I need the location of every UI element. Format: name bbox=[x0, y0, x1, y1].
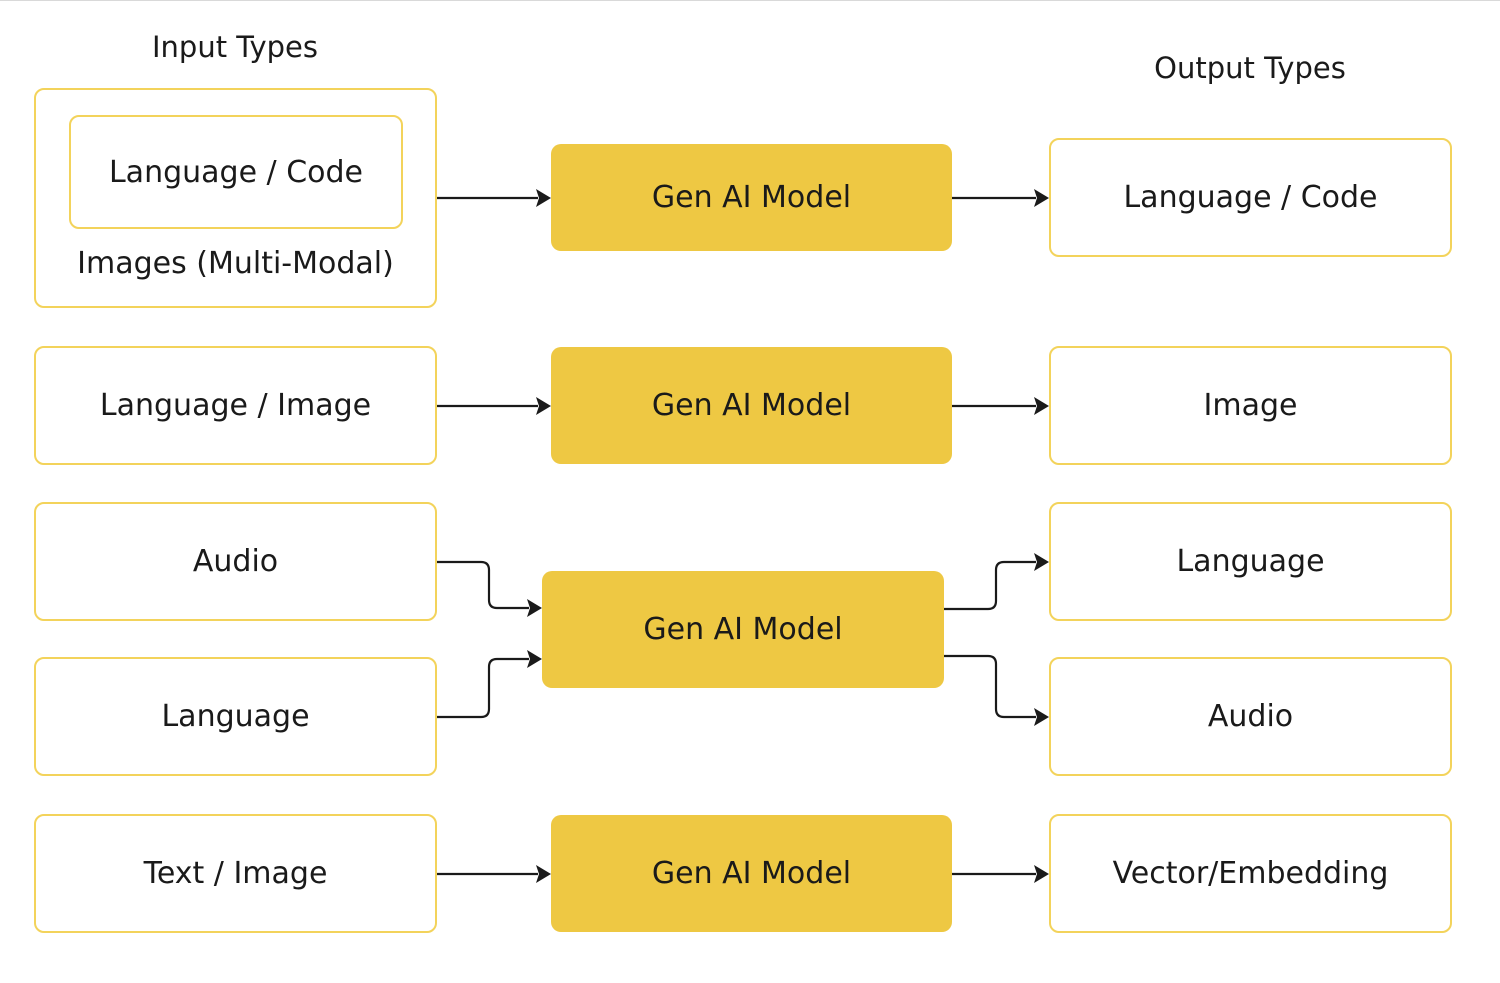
input-box-language: Language bbox=[34, 657, 437, 776]
output-box-vector-embedding-label: Vector/Embedding bbox=[1112, 856, 1389, 891]
arrowhead-row1-input-to-model bbox=[536, 189, 551, 207]
arrowhead-row1-model-to-output bbox=[1034, 189, 1049, 207]
gen-ai-model-2: Gen AI Model bbox=[551, 347, 952, 464]
gen-ai-model-3: Gen AI Model bbox=[542, 571, 944, 688]
output-box-language-label: Language bbox=[1176, 544, 1325, 579]
output-box-image-label: Image bbox=[1203, 388, 1298, 423]
input-box-language-image-label: Language / Image bbox=[99, 388, 372, 423]
input-images-multimodal-label: Images (Multi-Modal) bbox=[77, 246, 394, 281]
input-types-heading: Input Types bbox=[151, 30, 319, 64]
output-box-image: Image bbox=[1049, 346, 1452, 465]
arrowhead-audio-to-model bbox=[527, 599, 542, 617]
output-box-audio: Audio bbox=[1049, 657, 1452, 776]
arrowhead-row4-model-to-output bbox=[1034, 865, 1049, 883]
gen-ai-model-4: Gen AI Model bbox=[551, 815, 952, 932]
gen-ai-model-2-label: Gen AI Model bbox=[651, 388, 852, 423]
input-box-language-code: Language / Code bbox=[69, 115, 403, 229]
input-group-language-code-images: Language / Code Images (Multi-Modal) bbox=[34, 88, 437, 308]
output-types-heading: Output Types bbox=[1154, 51, 1346, 85]
arrow-audio-to-model bbox=[437, 560, 529, 610]
arrow-model-to-language bbox=[944, 560, 1036, 611]
output-box-language: Language bbox=[1049, 502, 1452, 621]
arrowhead-model-to-language bbox=[1034, 553, 1049, 571]
input-box-language-label: Language bbox=[161, 699, 310, 734]
gen-ai-model-1-label: Gen AI Model bbox=[651, 180, 852, 215]
output-box-vector-embedding: Vector/Embedding bbox=[1049, 814, 1452, 933]
input-box-text-image: Text / Image bbox=[34, 814, 437, 933]
arrowhead-model-to-audio bbox=[1034, 708, 1049, 726]
arrow-language-to-model bbox=[437, 657, 529, 719]
arrowhead-row4-input-to-model bbox=[536, 865, 551, 883]
gen-ai-model-4-label: Gen AI Model bbox=[651, 856, 852, 891]
input-box-language-code-label: Language / Code bbox=[108, 154, 364, 190]
gen-ai-model-1: Gen AI Model bbox=[551, 144, 952, 251]
input-box-language-image: Language / Image bbox=[34, 346, 437, 465]
output-box-audio-label: Audio bbox=[1207, 699, 1294, 734]
top-rule bbox=[0, 0, 1500, 1]
input-box-audio-label: Audio bbox=[192, 544, 279, 579]
input-box-text-image-label: Text / Image bbox=[143, 856, 328, 891]
gen-ai-model-3-label: Gen AI Model bbox=[643, 612, 843, 647]
output-box-language-code: Language / Code bbox=[1049, 138, 1452, 257]
arrowhead-language-to-model bbox=[527, 650, 542, 668]
arrowhead-row2-input-to-model bbox=[536, 397, 551, 415]
arrow-model-to-audio bbox=[944, 654, 1036, 719]
arrowhead-row2-model-to-output bbox=[1034, 397, 1049, 415]
output-box-language-code-label: Language / Code bbox=[1123, 180, 1378, 215]
input-box-audio: Audio bbox=[34, 502, 437, 621]
